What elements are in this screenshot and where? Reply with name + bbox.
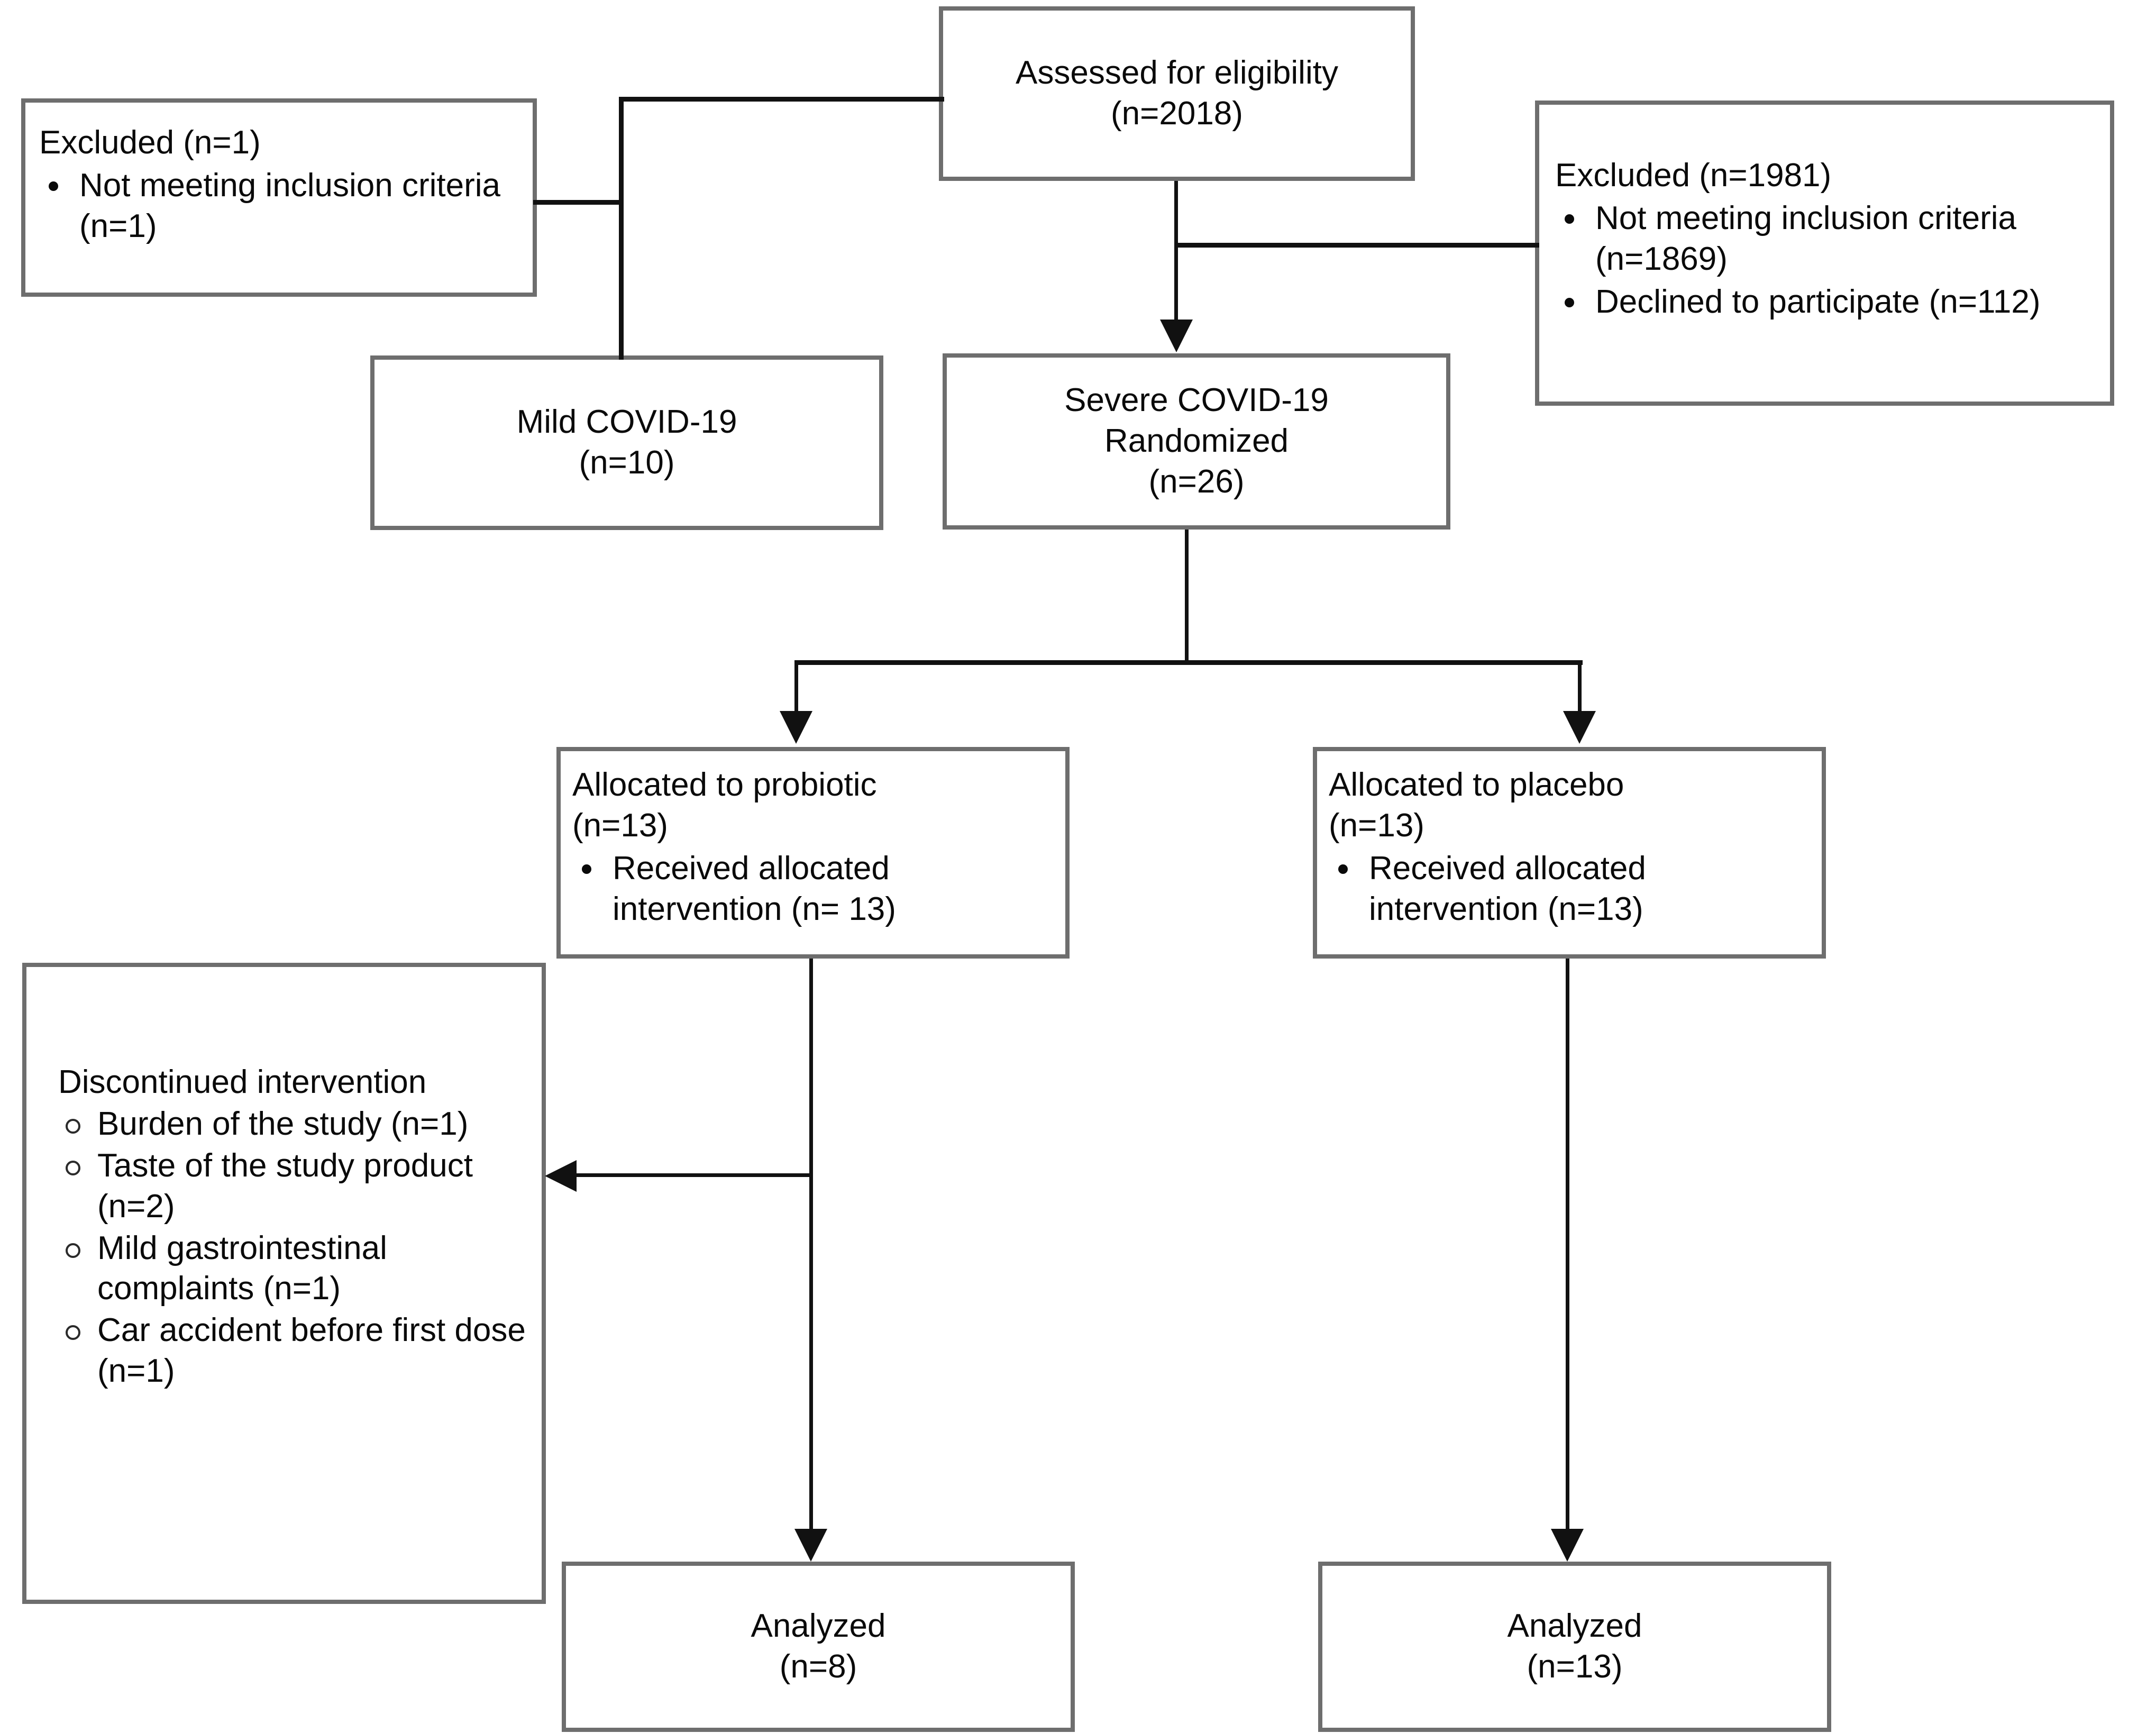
list-item: Not meeting inclusion criteria (n=1) [39,166,519,247]
connector-left-trunk-to-excluded-left [533,200,623,205]
node-analyzed-probiotic-body: Analyzed (n=8) [566,1566,1071,1728]
node-excluded-left-title: Excluded (n=1) [39,124,261,161]
arrow-split-to-probiotic [780,711,812,744]
arrow-placebo-to-analyzed [1551,1529,1584,1562]
node-allocated-probiotic: Allocated to probiotic (n=13) Received a… [556,747,1070,959]
node-assessed-body: Assessed for eligibility (n=2018) [943,11,1411,177]
node-allocated-placebo-body: Allocated to placebo (n=13) Received all… [1317,751,1822,954]
node-analyzed-placebo-body: Analyzed (n=13) [1322,1566,1827,1728]
node-assessed-title: Assessed for eligibility (n=2018) [1016,54,1338,132]
node-severe-covid-title: Severe COVID-19 Randomized (n=26) [1064,382,1329,500]
list-item: Taste of the study product (n=2) [58,1146,529,1227]
connector-left-trunk-vertical [619,97,624,360]
node-discontinued-bullets: Burden of the study (n=1) Taste of the s… [58,1103,529,1392]
list-item: Not meeting inclusion criteria (n=1869) [1555,198,2094,280]
node-excluded-left: Excluded (n=1) Not meeting inclusion cri… [21,98,537,297]
list-item: Car accident before first dose (n=1) [58,1310,529,1392]
node-severe-covid-body: Severe COVID-19 Randomized (n=26) [947,358,1446,525]
node-mild-covid-title: Mild COVID-19 (n=10) [516,404,737,481]
node-allocated-probiotic-title: Allocated to probiotic (n=13) [572,767,877,844]
node-severe-covid-randomized: Severe COVID-19 Randomized (n=26) [943,353,1450,530]
node-mild-covid-body: Mild COVID-19 (n=10) [374,360,879,526]
node-analyzed-probiotic: Analyzed (n=8) [562,1562,1075,1732]
connector-randomization-split-bar [794,660,1583,665]
node-discontinued-title: Discontinued intervention [58,1064,427,1100]
node-excluded-left-body: Excluded (n=1) Not meeting inclusion cri… [25,103,533,293]
node-analyzed-probiotic-title: Analyzed (n=8) [751,1608,886,1685]
connector-probiotic-to-analyzed-vertical [809,959,813,1531]
node-excluded-right: Excluded (n=1981) Not meeting inclusion … [1535,101,2114,406]
connector-assessed-to-left-trunk [619,97,944,102]
connector-probiotic-to-discontinued [577,1173,812,1177]
node-allocated-placebo-bullets: Received allocated intervention (n=13) [1329,846,1810,930]
node-allocated-placebo: Allocated to placebo (n=13) Received all… [1313,747,1826,959]
node-allocated-placebo-title: Allocated to placebo (n=13) [1329,767,1624,844]
node-excluded-right-title: Excluded (n=1981) [1555,157,1832,194]
arrow-assessed-to-severe [1160,320,1193,352]
node-assessed-for-eligibility: Assessed for eligibility (n=2018) [939,6,1415,181]
node-excluded-left-bullets: Not meeting inclusion criteria (n=1) [39,163,519,247]
node-allocated-probiotic-body: Allocated to probiotic (n=13) Received a… [561,751,1065,954]
arrow-probiotic-to-analyzed [794,1529,827,1562]
node-allocated-probiotic-bullets: Received allocated intervention (n= 13) [572,846,1054,930]
connector-split-to-probiotic-vertical [794,660,798,713]
list-item: Burden of the study (n=1) [58,1104,529,1145]
node-mild-covid: Mild COVID-19 (n=10) [370,355,883,530]
connector-severe-to-split-vertical [1185,530,1189,663]
node-discontinued-body: Discontinued intervention Burden of the … [26,967,542,1600]
list-item: Mild gastrointestinal complaints (n=1) [58,1228,529,1310]
list-item: Received allocated intervention (n= 13) [572,849,1054,930]
list-item: Declined to participate (n=112) [1555,282,2094,323]
node-analyzed-placebo: Analyzed (n=13) [1318,1562,1831,1732]
node-excluded-right-body: Excluded (n=1981) Not meeting inclusion … [1539,105,2110,402]
node-analyzed-placebo-title: Analyzed (n=13) [1507,1608,1642,1685]
list-item: Received allocated intervention (n=13) [1329,849,1810,930]
arrow-probiotic-to-discontinued [545,1160,577,1192]
connector-assessed-to-excluded-right [1174,243,1539,248]
connector-split-to-placebo-vertical [1578,660,1582,713]
node-excluded-right-bullets: Not meeting inclusion criteria (n=1869) … [1555,196,2094,323]
connector-assessed-to-severe-vertical [1174,181,1178,323]
arrow-split-to-placebo [1563,711,1596,744]
node-discontinued-intervention: Discontinued intervention Burden of the … [22,963,546,1604]
connector-placebo-to-analyzed-vertical [1566,959,1569,1531]
